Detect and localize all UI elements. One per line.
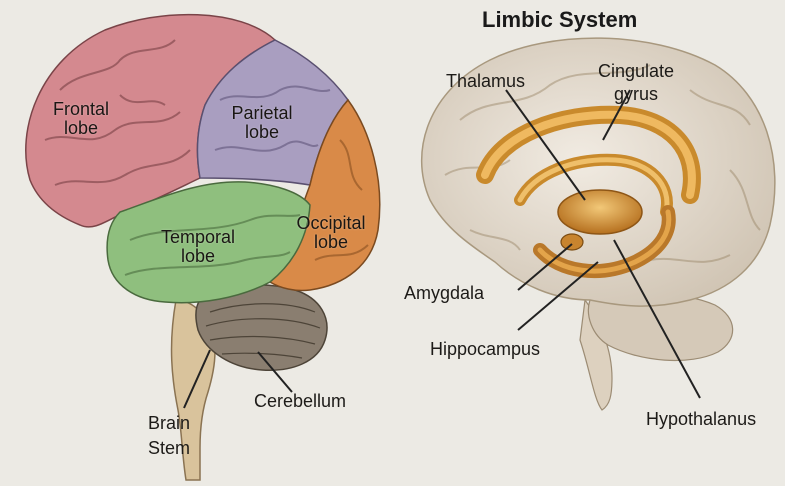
brain-stem-label-line2: Stem (148, 439, 190, 458)
cingulate-gyrus-label-line1: Cingulate (598, 62, 674, 81)
limbic-system-title: Limbic System (482, 8, 637, 31)
parietal-lobe-label-line2: lobe (222, 123, 302, 142)
temporal-lobe-label-line2: lobe (148, 247, 248, 266)
occipital-lobe-label: Occipital lobe (288, 214, 374, 252)
temporal-lobe-label: Temporal lobe (148, 228, 248, 266)
thalamus-shape (558, 190, 642, 234)
parietal-lobe-label-line1: Parietal (222, 104, 302, 123)
occipital-lobe-label-line1: Occipital (288, 214, 374, 233)
cingulate-gyrus-label: Cingulate gyrus (598, 62, 674, 104)
brain-stem-label: Brain Stem (148, 414, 190, 458)
parietal-lobe-label: Parietal lobe (222, 104, 302, 142)
cerebellum-label: Cerebellum (254, 392, 346, 411)
amygdala-shape (561, 234, 583, 250)
occipital-lobe-label-line2: lobe (288, 233, 374, 252)
frontal-lobe-label-line1: Frontal (38, 100, 124, 119)
brain-stem-label-line1: Brain (148, 414, 190, 433)
temporal-lobe-label-line1: Temporal (148, 228, 248, 247)
cingulate-gyrus-label-line2: gyrus (598, 85, 674, 104)
frontal-lobe-label: Frontal lobe (38, 100, 124, 138)
amygdala-label: Amygdala (404, 284, 484, 303)
hippocampus-label: Hippocampus (430, 340, 540, 359)
frontal-lobe-label-line2: lobe (38, 119, 124, 138)
hypothalamus-label: Hypothalanus (646, 410, 756, 429)
thalamus-label: Thalamus (446, 72, 525, 91)
